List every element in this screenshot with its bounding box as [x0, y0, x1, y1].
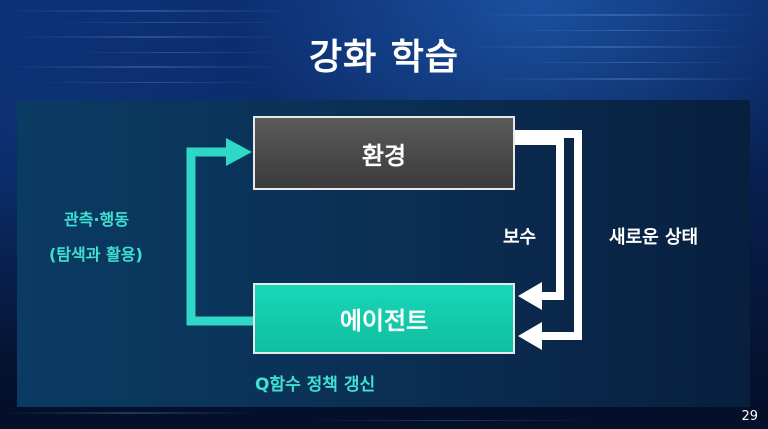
environment-label: 환경 — [361, 141, 407, 170]
page-number: 29 — [741, 409, 758, 424]
environment-box: 환경 — [253, 116, 515, 190]
action-arrow — [186, 138, 253, 326]
reward-arrow — [515, 137, 564, 310]
slide-title: 강화 학습 — [308, 37, 459, 78]
new-state-arrow — [515, 130, 582, 350]
agent-box: 에이전트 — [253, 283, 515, 354]
action-label-line2: (탐색과 활용) — [49, 245, 143, 264]
agent-label: 에이전트 — [339, 307, 429, 335]
reward-label: 보수 — [503, 227, 537, 248]
new-state-label: 새로운 상태 — [609, 227, 699, 248]
action-label-line1: 관측·행동 — [64, 210, 129, 229]
update-label: Q함수 정책 갱신 — [255, 375, 376, 395]
